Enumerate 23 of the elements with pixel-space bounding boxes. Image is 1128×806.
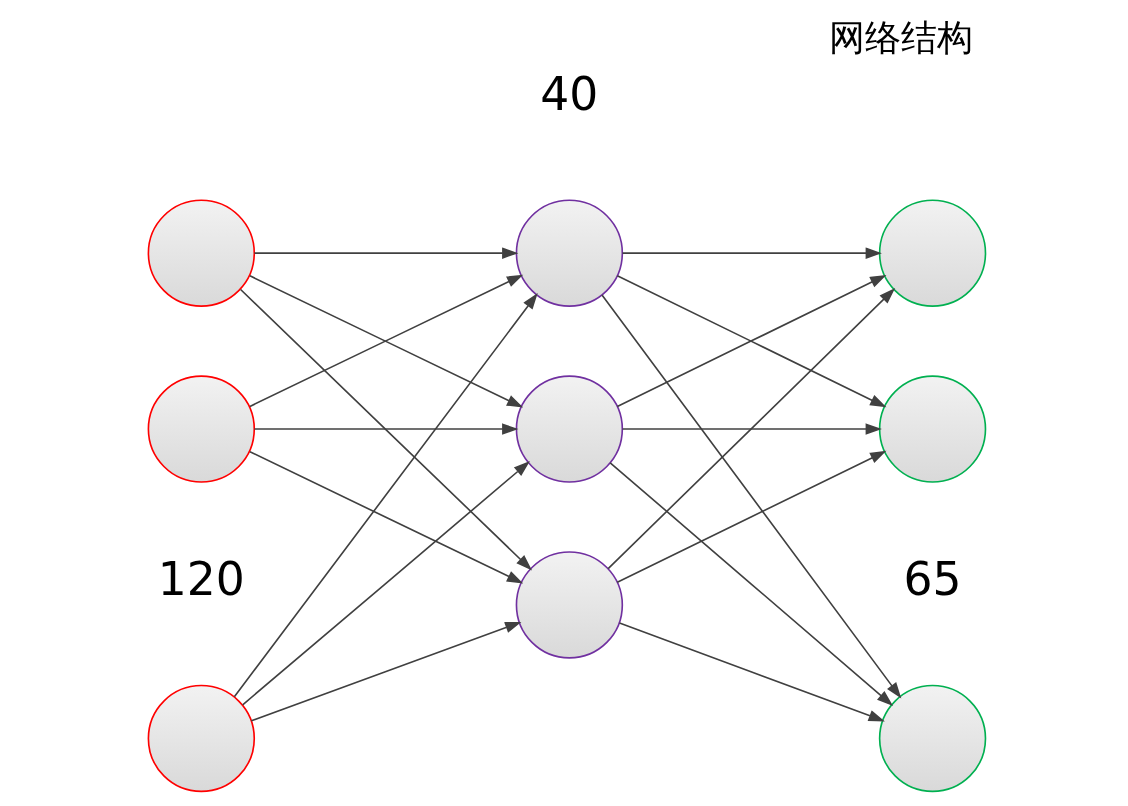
label: 120 <box>157 553 245 607</box>
arrow <box>616 450 886 584</box>
diagram-title: 网络结构 <box>828 16 973 58</box>
node-circle <box>147 375 255 483</box>
arrow <box>600 294 901 699</box>
arrow <box>253 247 518 259</box>
node-circle <box>878 375 986 483</box>
arrow <box>608 461 893 706</box>
arrow <box>621 423 882 435</box>
node-circle <box>515 199 623 307</box>
arrow <box>606 288 895 570</box>
arrow <box>241 461 530 706</box>
arrow <box>250 621 521 722</box>
arrow <box>248 450 523 584</box>
arrow <box>618 622 885 722</box>
node-circle <box>147 684 255 793</box>
label: 65 <box>903 553 962 607</box>
arrow <box>253 423 518 435</box>
arrow <box>239 288 532 571</box>
label: 40 <box>539 67 598 121</box>
arrow <box>621 247 882 259</box>
arrow <box>233 293 538 698</box>
node-circle <box>147 199 255 307</box>
